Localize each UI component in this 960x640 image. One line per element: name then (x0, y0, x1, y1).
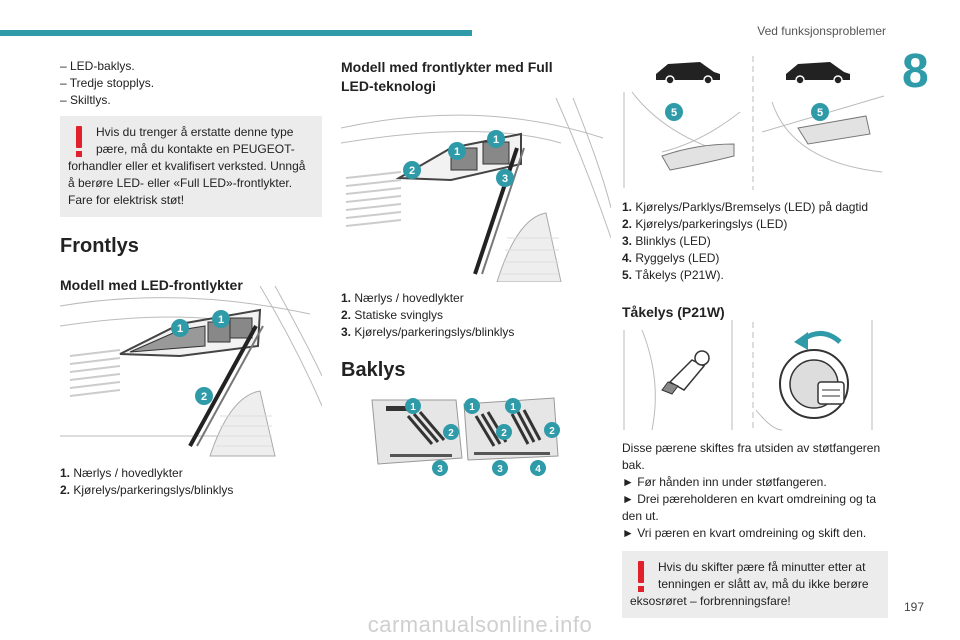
svg-text:1: 1 (510, 402, 516, 413)
svg-text:1: 1 (454, 146, 460, 158)
fog-lamp-housing-icon (779, 349, 849, 419)
step-item: ► Før hånden inn under støtfangeren. (622, 475, 827, 489)
callout-marker: 1 (171, 319, 189, 337)
svg-text:5: 5 (671, 107, 677, 119)
callout-marker: 1 (212, 310, 230, 328)
step-item: ► Drei pæreholderen en kvart omdreining … (622, 492, 877, 523)
callout-marker: 3 (492, 460, 508, 476)
svg-text:1: 1 (177, 323, 183, 335)
legend-rear-lights: 1. Kjørelys/Parklys/Bremselys (LED) på d… (622, 199, 888, 322)
car-silhouette-icon (656, 62, 720, 85)
subheading-fog-light: Tåkelys (P21W) (622, 304, 725, 320)
callout-marker: 1 (405, 398, 421, 414)
page-number: 197 (903, 600, 924, 614)
callout-marker: 3 (496, 169, 514, 187)
warning-icon (630, 559, 652, 593)
callout-marker: 1 (464, 398, 480, 414)
callout-marker: 1 (505, 398, 521, 414)
subheading-full-led: Modell med frontlykter med Full LED-tekn… (341, 59, 553, 94)
warning-icon (68, 124, 90, 158)
svg-text:4: 4 (535, 464, 541, 475)
chapter-number: 8 (902, 45, 929, 98)
header-accent-bar (0, 30, 472, 36)
fog-light-location-illustration: 5 5 (623, 56, 885, 190)
warning-box: Hvis du skifter pære få minutter etter a… (622, 551, 888, 618)
watermark: carmanualsonline.info (367, 612, 593, 637)
warning-text: Hvis du skifter pære få minutter etter a… (630, 560, 869, 608)
callout-marker: 5 (665, 103, 683, 121)
svg-text:3: 3 (497, 464, 503, 475)
legend-item: 2. Statiske svinglys (341, 308, 444, 322)
bulb-holder-icon (661, 350, 710, 395)
fog-bulb-replacement-illustration (623, 320, 873, 431)
legend-led-headlights: 1. Nærlys / hovedlykter 2. Kjørelys/park… (60, 465, 322, 499)
legend-item: 2. Kjørelys/parkeringslys (LED) (622, 217, 788, 231)
column-1: – LED-baklys. – Tredje stopplys. – Skilt… (60, 58, 322, 295)
dash-item: – LED-baklys. (60, 59, 135, 73)
subheading-led-headlights: Modell med LED-frontlykter (60, 277, 243, 293)
warning-box: Hvis du trenger å erstatte denne type pæ… (60, 116, 322, 217)
legend-item: 1. Kjørelys/Parklys/Bremselys (LED) på d… (622, 200, 869, 214)
svg-text:3: 3 (502, 173, 508, 185)
heading-frontlys: Frontlys (60, 235, 139, 257)
svg-text:1: 1 (469, 402, 475, 413)
svg-text:1: 1 (493, 134, 499, 146)
step-item: ► Vri pæren en kvart omdreining og skift… (622, 526, 867, 540)
svg-text:3: 3 (437, 464, 443, 475)
svg-text:2: 2 (501, 428, 507, 439)
dash-item: – Skiltlys. (60, 93, 111, 107)
callout-marker: 2 (443, 424, 459, 440)
rear-lights-illustration: 1 2 3 1 1 2 2 3 4 (371, 397, 560, 476)
callout-marker: 1 (487, 130, 505, 148)
svg-text:2: 2 (201, 391, 207, 403)
legend-item: 5. Tåkelys (P21W). (622, 268, 724, 282)
dash-item: – Tredje stopplys. (60, 76, 155, 90)
callout-marker: 5 (811, 103, 829, 121)
legend-item: 3. Blinklys (LED) (622, 234, 711, 248)
callout-marker: 2 (403, 161, 421, 179)
fog-light-instructions: Disse pærene skiftes fra utsiden av støt… (622, 440, 888, 618)
callout-marker: 4 (530, 460, 546, 476)
legend-full-led: 1. Nærlys / hovedlykter 2. Statiske svin… (341, 290, 613, 382)
car-silhouette-icon (786, 62, 850, 85)
callout-marker: 3 (432, 460, 448, 476)
body-text: Disse pærene skiftes fra utsiden av støt… (622, 441, 881, 472)
svg-text:5: 5 (817, 107, 823, 119)
led-headlight-illustration: 1 1 2 (60, 286, 322, 457)
legend-item: 4. Ryggelys (LED) (622, 251, 720, 265)
legend-item: 3. Kjørelys/parkeringslys/blinklys (341, 325, 515, 339)
column-2: Modell med frontlykter med Full LED-tekn… (341, 58, 613, 96)
svg-text:1: 1 (410, 402, 416, 413)
callout-marker: 2 (195, 387, 213, 405)
legend-item: 1. Nærlys / hovedlykter (341, 291, 464, 305)
warning-text: Hvis du trenger å erstatte denne type pæ… (68, 125, 306, 207)
svg-text:2: 2 (448, 428, 454, 439)
legend-item: 2. Kjørelys/parkeringslys/blinklys (60, 483, 234, 497)
svg-text:2: 2 (409, 165, 415, 177)
callout-marker: 1 (448, 142, 466, 160)
legend-item: 1. Nærlys / hovedlykter (60, 466, 183, 480)
full-led-headlight-illustration: 1 1 2 3 (341, 98, 611, 282)
callout-marker: 2 (496, 424, 512, 440)
section-title: Ved funksjonsproblemer (757, 24, 886, 38)
heading-baklys: Baklys (341, 359, 406, 381)
svg-text:2: 2 (549, 426, 555, 437)
callout-marker: 2 (544, 422, 560, 438)
svg-text:1: 1 (218, 314, 224, 326)
